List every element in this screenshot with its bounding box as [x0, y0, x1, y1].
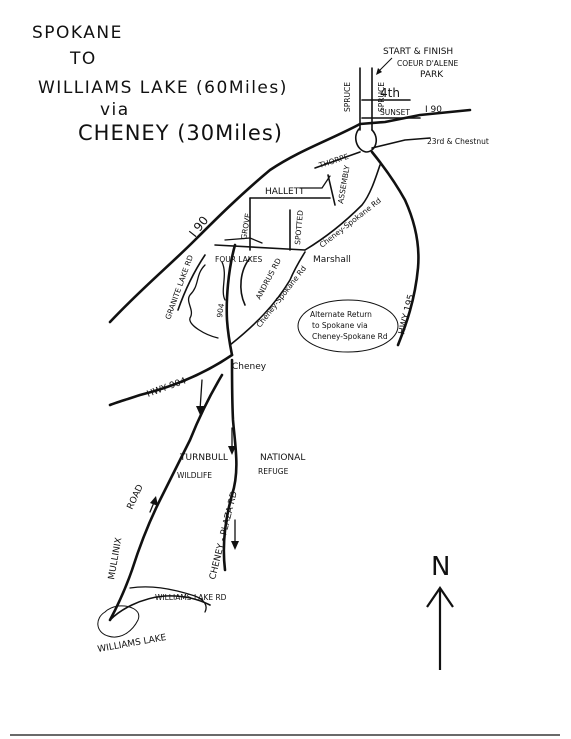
route-arrowhead-1: [196, 406, 204, 415]
national-label: NATIONAL: [260, 453, 305, 463]
i90-diagonal-label: I 90: [186, 213, 211, 239]
cheney-town-label: Cheney: [232, 362, 267, 372]
north-letter: N: [431, 552, 450, 582]
sunset-label: SUNSET: [380, 108, 410, 117]
cheney-spokane-rd-lower: [229, 251, 306, 346]
mullinix-label: MULLINIX: [107, 537, 124, 581]
cheney-plaza-road-line: [222, 358, 238, 572]
title-williams-lake: WILLIAMS LAKE (60Miles): [38, 78, 288, 98]
fourth-label: 4th: [380, 86, 400, 100]
start-pointer: [377, 57, 393, 73]
start-park-label: PARK: [420, 70, 444, 80]
williams-lake-rd-label: WILLIAMS LAKE RD: [155, 593, 227, 602]
start-loop: [354, 127, 378, 153]
granite-lake-rd: [177, 254, 206, 311]
hallett-label: HALLETT: [265, 187, 305, 197]
spotted-label: SPOTTED: [293, 210, 305, 246]
mullinix-road-line: [108, 373, 224, 622]
assembly-line: [327, 174, 336, 206]
hwy195-label: HWY 195: [397, 293, 417, 335]
hwy195-line: [370, 150, 420, 347]
title-spokane: SPOKANE: [32, 23, 123, 43]
refuge-label: REFUGE: [258, 467, 289, 476]
route-arrow-segment: [199, 379, 203, 411]
marshall-label: Marshall: [313, 255, 351, 265]
hwy904-label: HWY 904: [146, 376, 188, 400]
chestnut-label: 23rd & Chestnut: [427, 137, 489, 146]
williams-lake-shape: [97, 605, 140, 638]
title-cheney: CHENEY (30Miles): [78, 121, 283, 145]
alternate-line2: to Spokane via: [312, 321, 368, 330]
spruce-label-right: SPRUCE: [377, 82, 386, 112]
four-lakes-route: [224, 237, 263, 244]
center-route: [221, 261, 226, 301]
williams-lake-route: [129, 586, 207, 613]
granite-lake-label: GRANITE LAKE RD: [163, 254, 195, 321]
cheney-spokane-label-upper: Cheney-Spokane Rd: [318, 196, 383, 250]
spruce-label: SPRUCE: [343, 82, 352, 112]
turnbull-label: TURNBULL: [179, 453, 228, 463]
i90-east-line: [358, 108, 472, 126]
andrus-rd: [240, 257, 251, 306]
wildlife-label: WILDLIFE: [177, 471, 212, 480]
assembly-label: ASSEMBLY: [336, 164, 352, 204]
start-finish-label: START & FINISH: [383, 47, 453, 57]
west-loop-route: [187, 264, 219, 339]
four-lakes-line: [214, 244, 306, 251]
north-arrow-head: [426, 586, 454, 608]
williams-lake-road-line: [109, 595, 211, 621]
thorpe-line: [314, 151, 361, 169]
start-pointer-arrowhead: [376, 68, 382, 75]
alternate-line1: Alternate Return: [310, 310, 372, 319]
chestnut-line: [371, 137, 431, 149]
route-arrowhead-4: [150, 496, 158, 506]
i90-diagonal-line: [108, 122, 362, 324]
cheney-spokane-rd-upper: [304, 164, 381, 251]
title-via: via: [100, 100, 130, 120]
route-arrowhead-2: [228, 446, 236, 455]
title-to: TO: [69, 49, 97, 69]
route-arrowhead-3: [231, 541, 239, 550]
start-park-name: COEUR D'ALENE: [397, 59, 458, 68]
i90-east-label: I 90: [425, 105, 442, 115]
road-label: ROAD: [126, 483, 146, 511]
hallett-route-hook: [299, 175, 331, 189]
alternate-return-bubble: [297, 299, 399, 353]
hwy904-vertical-line: [225, 243, 237, 357]
hwy904-diagonal-line: [108, 353, 234, 407]
alternate-line3: Cheney-Spokane Rd: [312, 332, 388, 341]
hwy904-vertical-label: 904: [215, 303, 226, 319]
four-lakes-label: FOUR LAKES: [215, 255, 262, 264]
